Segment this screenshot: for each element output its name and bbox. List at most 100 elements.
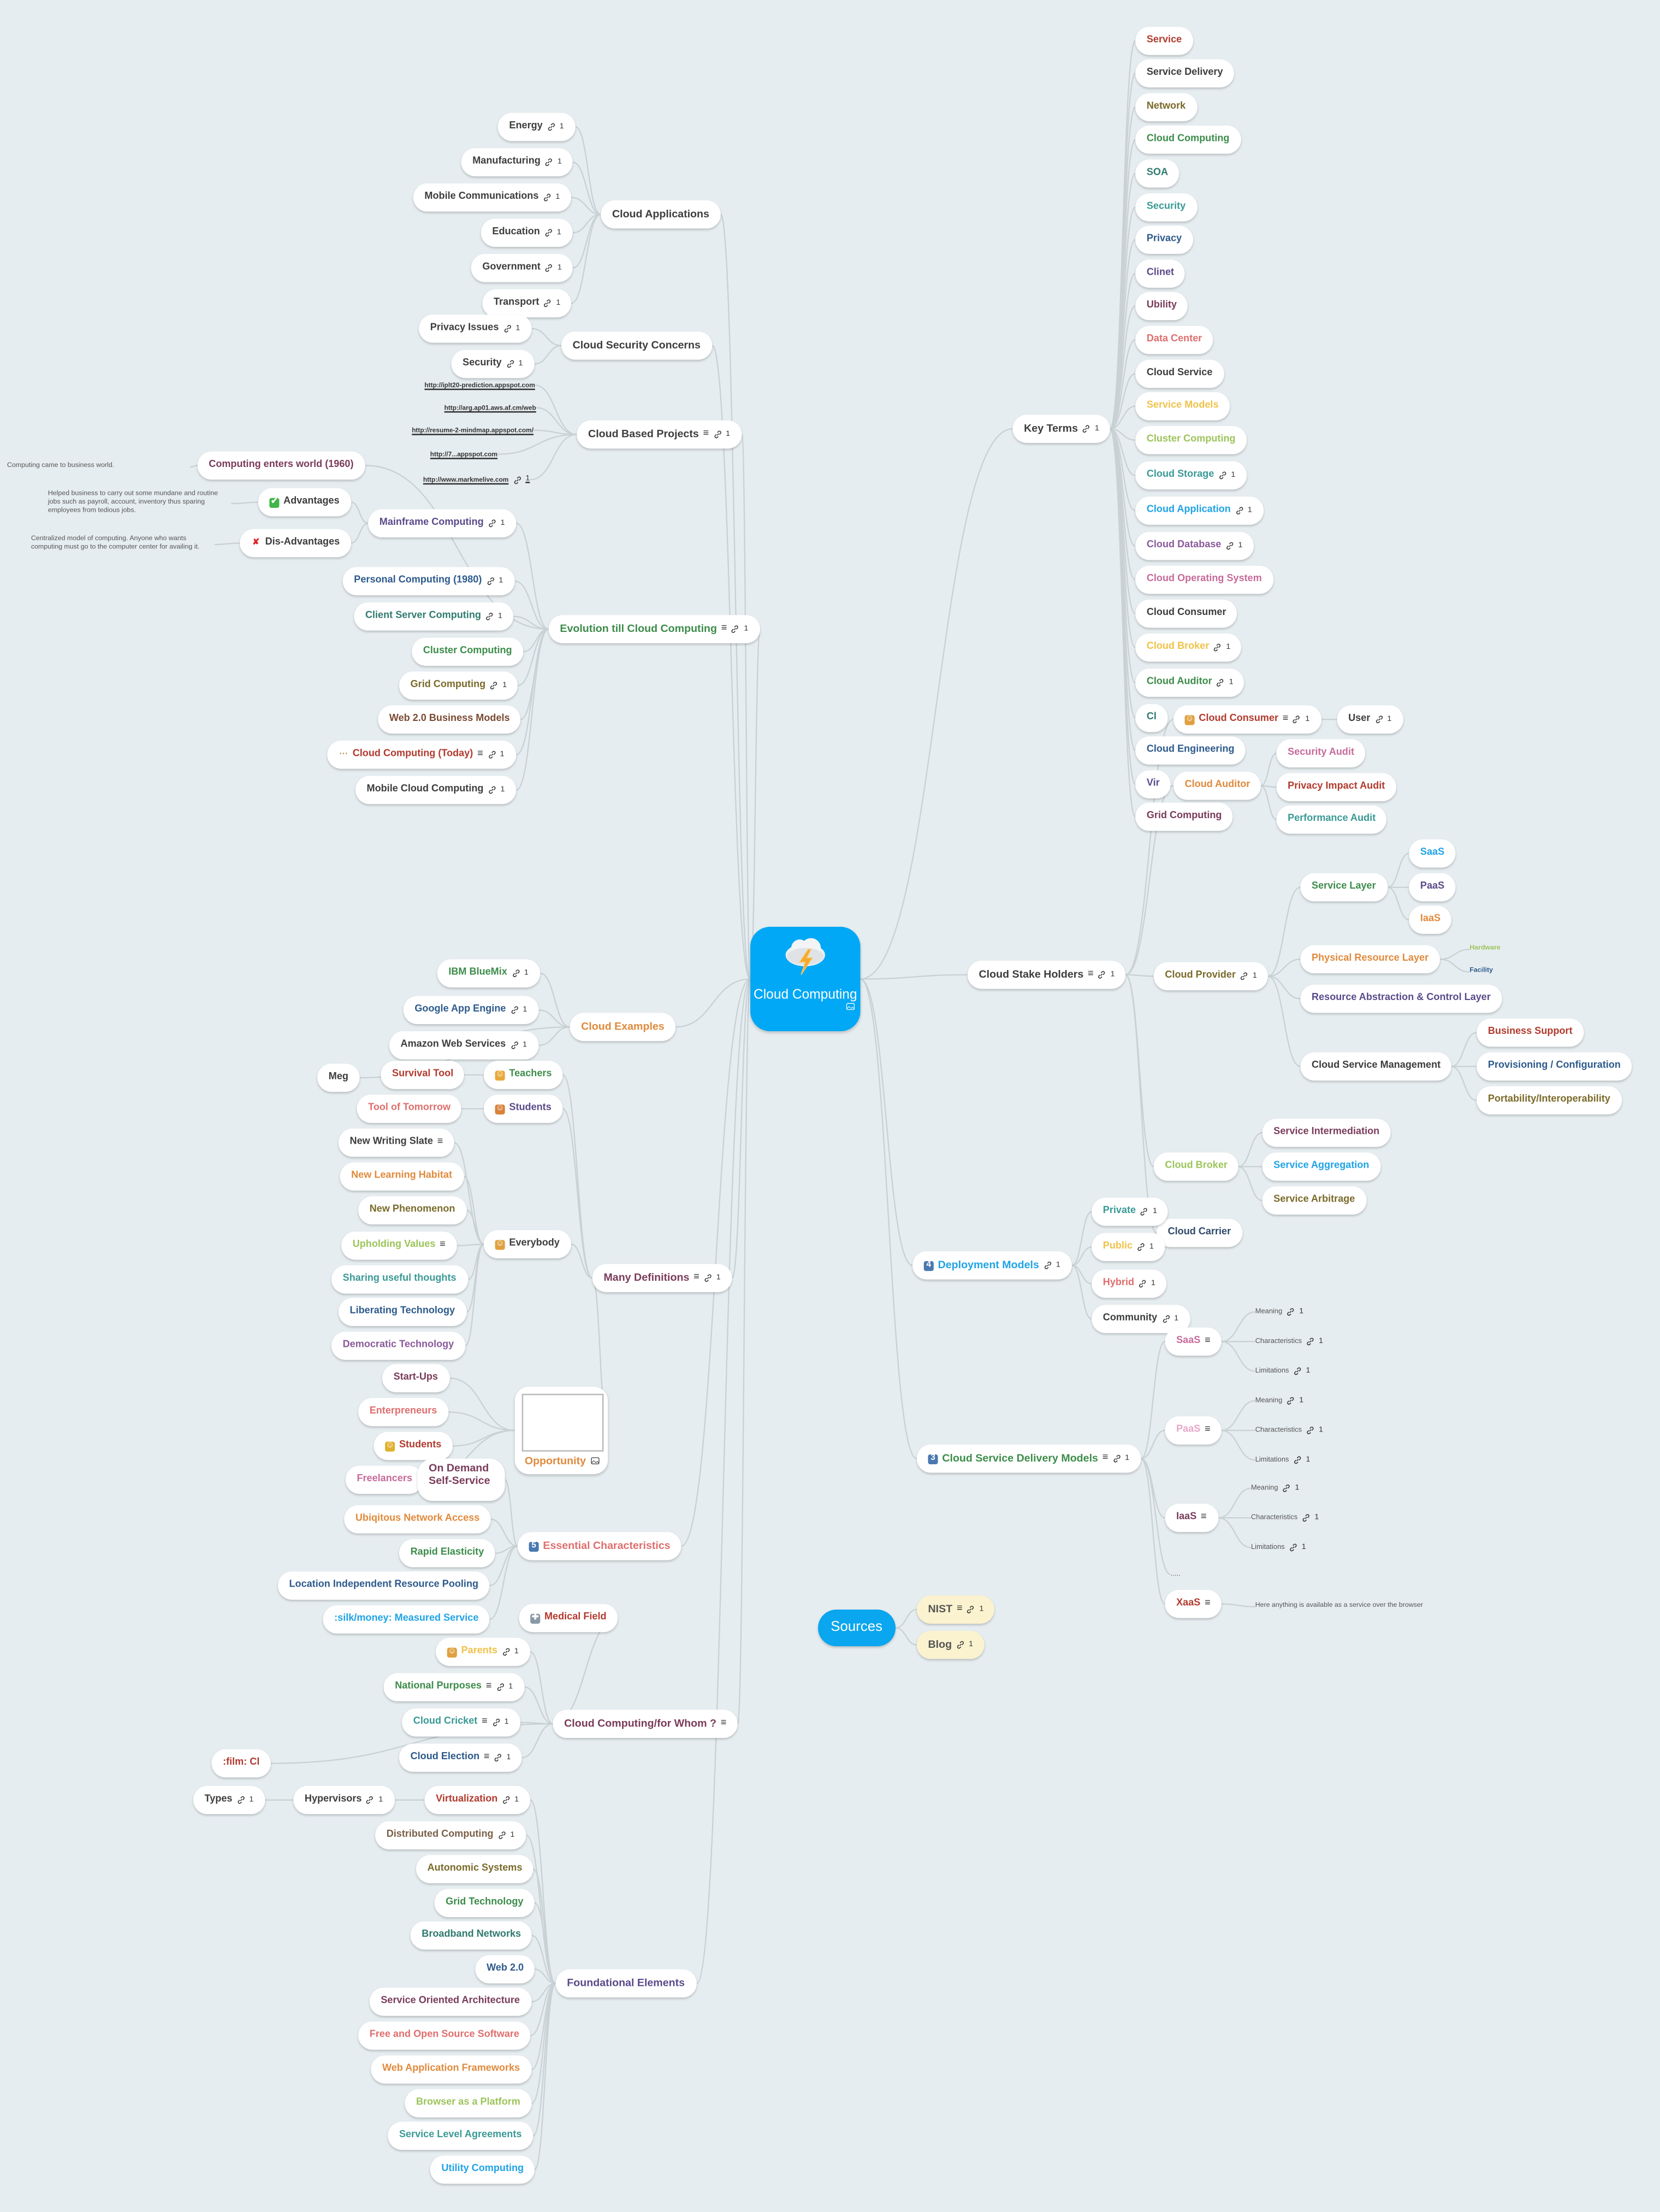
note-icon[interactable]: ≡ [1201, 1512, 1207, 1522]
topic-cluster-computing[interactable]: Cluster Computing [1135, 426, 1247, 454]
note-icon[interactable]: ≡ [1205, 1424, 1211, 1435]
topic-cloud-stake-holders[interactable]: Cloud Stake Holders≡1 [967, 960, 1127, 989]
topic-new-phenomenon[interactable]: New Phenomenon [358, 1196, 467, 1225]
topic-grid-technology[interactable]: Grid Technology [434, 1889, 535, 1918]
note-icon[interactable]: ≡ [703, 429, 709, 439]
topic-iaas[interactable]: IaaS≡ [1165, 1504, 1218, 1532]
topic-cloud-computing[interactable]: Cloud Computing [1135, 125, 1241, 154]
topic-cloud-election[interactable]: Cloud Election≡1 [399, 1743, 523, 1772]
topic-cloud-operating-system[interactable]: Cloud Operating System [1135, 565, 1273, 594]
topic-broadband-networks[interactable]: Broadband Networks [410, 1921, 532, 1950]
note-icon[interactable]: ≡ [956, 1604, 963, 1614]
topic-resource-abstraction-control-layer[interactable]: Resource Abstraction & Control Layer [1300, 984, 1502, 1013]
topic-service-oriented-architecture[interactable]: Service Oriented Architecture [369, 1988, 531, 2016]
topic-new-writing-slate[interactable]: New Writing Slate≡ [338, 1128, 454, 1157]
topic-security-audit[interactable]: Security Audit [1276, 739, 1366, 768]
topic-soa[interactable]: SOA [1135, 159, 1179, 188]
topic-upholding-values[interactable]: Upholding Values≡ [341, 1231, 457, 1260]
topic-facility[interactable]: Facility [1469, 965, 1493, 979]
topic-new-learning-habitat[interactable]: New Learning Habitat [340, 1162, 464, 1191]
topic-liberating-technology[interactable]: Liberating Technology [338, 1298, 466, 1326]
topic-cloud-computing-today[interactable]: ⋯Cloud Computing (Today)≡1 [327, 740, 516, 769]
topic-web-2-0-business-models[interactable]: Web 2.0 Business Models [378, 705, 521, 734]
topic-service-aggregation[interactable]: Service Aggregation [1262, 1152, 1381, 1181]
topic-xaas[interactable]: XaaS≡ [1165, 1589, 1222, 1618]
topic-performance-audit[interactable]: Performance Audit [1276, 805, 1387, 834]
note-icon[interactable]: ≡ [483, 1752, 490, 1762]
topic-cloud-broker[interactable]: Cloud Broker [1153, 1152, 1239, 1181]
topic-cloud-engineering[interactable]: Cloud Engineering [1135, 736, 1246, 765]
topic-survival-tool[interactable]: Survival Tool [381, 1061, 465, 1089]
topic-security[interactable]: Security [1135, 193, 1197, 222]
topic-iaas[interactable]: IaaS [1409, 906, 1452, 934]
topic-network[interactable]: Network [1135, 93, 1197, 122]
topic-grid-computing[interactable]: Grid Computing [1135, 802, 1234, 831]
topic-privacy-impact-audit[interactable]: Privacy Impact Audit [1276, 773, 1397, 802]
topic-service-level-agreements[interactable]: Service Level Agreements [388, 2121, 533, 2150]
note-icon[interactable]: ≡ [1282, 713, 1289, 724]
topic-privacy[interactable]: Privacy [1135, 226, 1193, 254]
topic-meg[interactable]: Meg [317, 1063, 360, 1092]
topic-cl[interactable]: Cl [1135, 703, 1168, 732]
topic-utility-computing[interactable]: Utility Computing [430, 2155, 535, 2184]
topic-cloud-examples[interactable]: Cloud Examples [570, 1013, 676, 1042]
topic-service-arbitrage[interactable]: Service Arbitrage [1262, 1186, 1367, 1215]
topic-rapid-elasticity[interactable]: Rapid Elasticity [399, 1539, 495, 1568]
link-http-resume-2-mindmap-appspot-com[interactable]: http://resume-2-mindmap.appspot.com/ [412, 424, 533, 436]
link-http-7-appspot-com[interactable]: http://7...appspot.com [430, 448, 497, 460]
topic-web-application-frameworks[interactable]: Web Application Frameworks [371, 2055, 531, 2084]
note-icon[interactable]: ≡ [440, 1240, 446, 1250]
note-icon[interactable]: ≡ [1088, 969, 1094, 979]
note-icon[interactable]: ≡ [482, 1717, 488, 1727]
note-icon[interactable]: ≡ [721, 623, 727, 634]
note-icon[interactable]: ≡ [437, 1137, 443, 1147]
topic-enterpreneurs[interactable]: Enterpreneurs [358, 1398, 448, 1427]
topic-service-intermediation[interactable]: Service Intermediation [1262, 1119, 1391, 1147]
topic-hardware[interactable]: Hardware [1469, 942, 1500, 956]
topic-provisioning-configuration[interactable]: Provisioning / Configuration [1477, 1052, 1632, 1081]
topic-saas[interactable]: SaaS≡ [1165, 1327, 1222, 1356]
topic-cloud-cricket[interactable]: Cloud Cricket≡1 [402, 1708, 520, 1737]
note-icon[interactable]: ≡ [720, 1718, 727, 1728]
topic-cluster-computing[interactable]: Cluster Computing [412, 637, 524, 666]
topic-opportunity[interactable]: Opportunity [514, 1386, 608, 1475]
topic-on-demand-self-service[interactable]: On Demand Self-Service [417, 1458, 505, 1501]
topic-national-purposes[interactable]: National Purposes≡1 [383, 1673, 524, 1701]
topic-start-ups[interactable]: Start-Ups [382, 1364, 449, 1393]
topic-service-layer[interactable]: Service Layer [1300, 873, 1388, 902]
topic-business-support[interactable]: Business Support [1477, 1018, 1584, 1047]
topic-film-cl[interactable]: :film: Cl [211, 1749, 271, 1778]
note-icon[interactable]: ≡ [485, 1681, 492, 1691]
topic-cloud-service[interactable]: Cloud Service [1135, 359, 1224, 388]
topic-freelancers[interactable]: Freelancers [345, 1465, 424, 1494]
note-icon[interactable]: ≡ [1102, 1453, 1108, 1463]
topic-personal-computing-1980[interactable]: Personal Computing (1980)1 [342, 567, 514, 595]
topic-physical-resource-layer[interactable]: Physical Resource Layer [1300, 945, 1440, 974]
